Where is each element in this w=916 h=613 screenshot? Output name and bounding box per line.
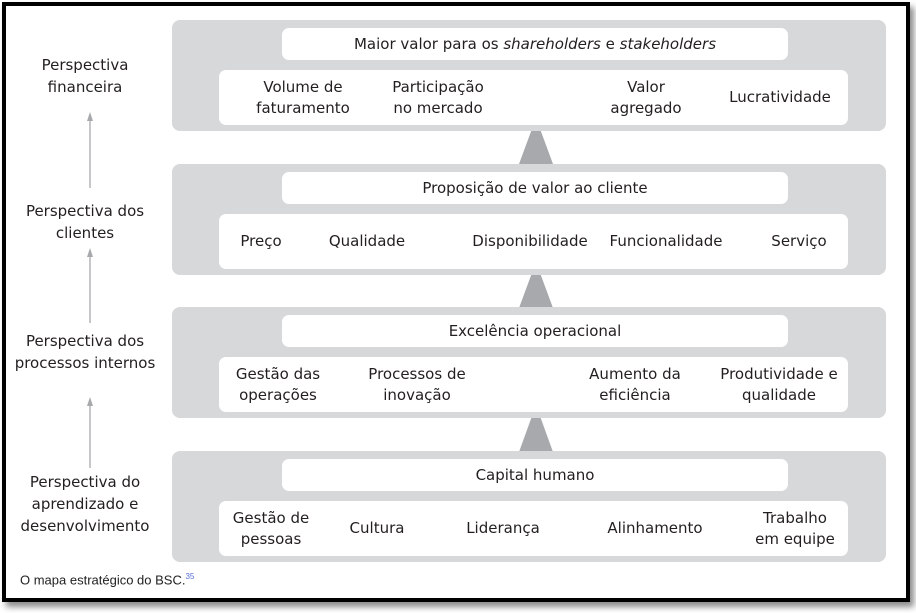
figure-caption: O mapa estratégico do BSC.35: [20, 572, 194, 587]
panel-internal: Excelência operacional Gestão das operaç…: [172, 307, 886, 418]
perspective-label-internal: Perspectiva dos processos internos: [14, 332, 156, 372]
item: Preço: [240, 232, 282, 250]
objective-box: Excelência operacional: [282, 315, 788, 347]
left-arrow-icon: [87, 112, 93, 188]
item: Processos de inovação: [368, 364, 466, 404]
title-text: Maior valor para os: [353, 35, 504, 53]
big-arrow-icon: [519, 405, 553, 452]
items-box: Gestão de pessoas Cultura Liderança Alin…: [219, 501, 848, 556]
big-arrow-icon: [519, 262, 553, 308]
caption-text: O mapa estratégico do BSC.: [20, 572, 186, 588]
item: Alinhamento: [607, 519, 703, 537]
left-arrow-icon: [87, 397, 93, 468]
item: Funcionalidade: [609, 232, 723, 250]
panel-learning: Capital humano Gestão de pessoas Cultura…: [172, 451, 886, 562]
title-em: stakeholders: [619, 35, 717, 53]
perspective-label-learning: Perspectiva do aprendizado e desenvolvim…: [20, 473, 150, 535]
perspective-label-customers: Perspectiva dos clientes: [25, 202, 145, 242]
item: Participação no mercado: [392, 77, 484, 117]
item: Produtividade e qualidade: [720, 364, 838, 404]
big-arrow-icon: [519, 118, 553, 164]
item: Disponibilidade: [472, 232, 588, 250]
perspective-label-financial: Perspectiva financeira: [41, 56, 129, 96]
item: Gestão das operações: [235, 364, 321, 404]
items-box: Preço Qualidade Disponibilidade Funciona…: [219, 214, 848, 269]
item: Cultura: [349, 519, 405, 537]
title-em: shareholders: [503, 35, 601, 53]
items-box: Gestão das operações Processos de inovaç…: [219, 357, 848, 412]
item: Trabalho em equipe: [755, 508, 835, 548]
panel-customers: Proposição de valor ao cliente Preço Qua…: [172, 164, 886, 275]
item: Serviço: [771, 232, 827, 250]
objective-box: Maior valor para os shareholders e stake…: [282, 28, 788, 60]
item: Valor agregado: [610, 77, 682, 117]
title-text: e: [600, 35, 620, 53]
item: Aumento da eficiência: [589, 364, 681, 404]
item: Lucratividade: [729, 88, 831, 106]
objective-box: Proposição de valor ao cliente: [282, 172, 788, 204]
item: Liderança: [466, 519, 540, 537]
item: Gestão de pessoas: [232, 508, 310, 548]
footnote-ref[interactable]: 35: [185, 572, 195, 581]
panel-financial: Maior valor para os shareholders e stake…: [172, 20, 886, 131]
item: Volume de faturamento: [256, 77, 350, 117]
item: Qualidade: [328, 232, 406, 250]
items-box: Volume de faturamento Participação no me…: [219, 70, 848, 125]
objective-box: Capital humano: [282, 459, 788, 491]
left-arrow-icon: [87, 248, 93, 323]
